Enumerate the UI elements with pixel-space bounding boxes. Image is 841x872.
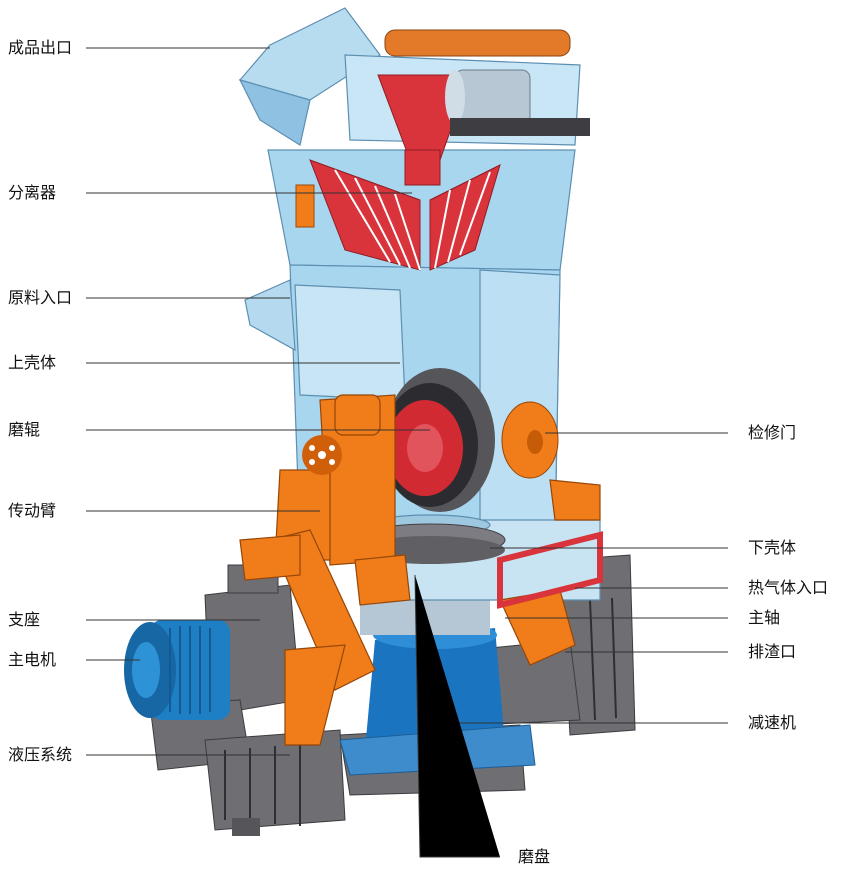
main-motor [124,620,230,720]
drive-arm [239,394,601,746]
label-drive-arm: 传动臂 [8,501,57,520]
label-main-motor: 主电机 [8,650,57,669]
label-grinding-table: 磨盘 [518,847,551,866]
hot-gas-inlet-shape [497,531,603,609]
drive-arm-bolts [302,435,342,475]
label-hydraulic-system: 液压系统 [8,745,73,764]
label-lower-housing: 下壳体 [748,538,797,557]
base-foot [232,818,260,836]
label-grinding-roller: 磨辊 [8,420,41,439]
leader-lines [86,47,728,858]
label-support-base: 支座 [8,610,41,629]
label-separator: 分离器 [8,183,57,202]
label-slag-outlet: 排渣口 [748,642,797,661]
label-product-outlet: 成品出口 [8,38,73,57]
label-main-shaft: 主轴 [748,608,781,627]
label-feed-inlet: 原料入口 [8,288,73,307]
inspection-hatch [295,184,315,228]
grinding-roller [382,368,495,512]
label-hot-gas-inlet: 热气体入口 [748,578,829,597]
base-frame-ribs [224,597,617,826]
label-inspection-door: 检修门 [748,423,797,442]
separator-drive-motor [384,29,590,136]
label-reducer: 减速机 [748,713,797,732]
label-upper-housing: 上壳体 [8,353,57,372]
inspection-door-shape [501,401,559,479]
